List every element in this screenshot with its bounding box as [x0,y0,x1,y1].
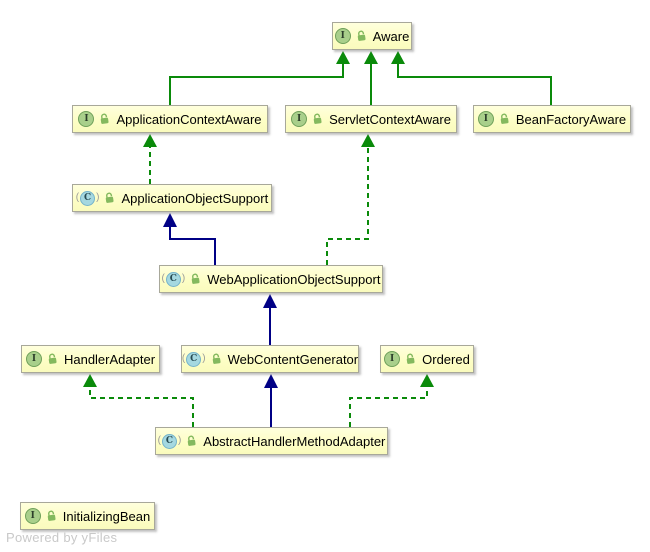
node-label: WebApplicationObjectSupport [207,271,381,287]
arrowhead-extends-aware-right [391,51,405,64]
node-label: InitializingBean [62,508,151,524]
arrowhead-implements-servletcontextaware [361,134,375,147]
public-visibility-lock-icon [185,434,198,447]
interface-icon: I [25,351,42,367]
interface-icon: I [334,28,351,44]
public-visibility-lock-icon [45,509,58,522]
edge-applicationcontextaware-extends-aware[interactable] [169,64,344,105]
edge-abstracthandlermethodadapter-implements-ordered[interactable] [349,387,428,427]
public-visibility-lock-icon [210,352,223,365]
public-visibility-lock-icon [189,272,202,285]
node-abstract-handler-method-adapter[interactable]: (C) AbstractHandlerMethodAdapter [155,427,388,455]
node-label: BeanFactoryAware [515,111,627,127]
interface-icon: I [78,111,95,127]
node-initializing-bean[interactable]: I InitializingBean [20,502,155,530]
node-label: HandlerAdapter [63,351,156,367]
node-handler-adapter[interactable]: I HandlerAdapter [21,345,160,373]
public-visibility-lock-icon [104,191,117,204]
abstract-class-icon: (C) [158,433,181,449]
node-label: ServletContextAware [329,111,451,127]
edge-abstracthandlermethodadapter-implements-handleradapter[interactable] [89,387,194,427]
yfiles-watermark: Powered by yFiles [6,530,118,545]
node-web-application-object-support[interactable]: (C) WebApplicationObjectSupport [159,265,383,293]
edge-webapplicationobjectsupport-extends-applicationobjectsupport[interactable] [169,227,216,265]
interface-icon: I [477,111,494,127]
node-bean-factory-aware[interactable]: I BeanFactoryAware [473,105,631,133]
public-visibility-lock-icon [355,29,368,42]
node-label: Ordered [422,351,470,367]
node-label: Aware [372,28,410,44]
interface-icon: I [291,111,308,127]
public-visibility-lock-icon [99,112,112,125]
arrowhead-implements-applicationcontextaware [143,134,157,147]
edge-webapplicationobjectsupport-implements-servletcontextaware[interactable] [326,147,369,265]
node-web-content-generator[interactable]: (C) WebContentGenerator [181,345,359,373]
arrowhead-extends-aware-middle [364,51,378,64]
arrowhead-extends-webapplicationobjectsupport [263,294,277,308]
public-visibility-lock-icon [46,352,59,365]
node-aware[interactable]: I Aware [332,22,412,50]
edge-beanfactoryaware-extends-aware[interactable] [397,64,552,105]
public-visibility-lock-icon [498,112,511,125]
node-servlet-context-aware[interactable]: I ServletContextAware [285,105,457,133]
abstract-class-icon: (C) [76,190,99,206]
public-visibility-lock-icon [404,352,417,365]
abstract-class-icon: (C) [182,351,206,367]
arrowhead-implements-handleradapter [83,374,97,387]
node-application-context-aware[interactable]: I ApplicationContextAware [72,105,268,133]
node-ordered[interactable]: I Ordered [380,345,474,373]
public-visibility-lock-icon [311,112,324,125]
node-label: ApplicationObjectSupport [121,190,269,206]
node-application-object-support[interactable]: (C) ApplicationObjectSupport [72,184,272,212]
arrowhead-extends-aware-left [336,51,350,64]
node-label: ApplicationContextAware [116,111,262,127]
abstract-class-icon: (C) [162,271,185,287]
arrowhead-extends-applicationobjectsupport [163,213,177,227]
arrowhead-extends-webcontentgenerator [264,374,278,388]
arrowhead-implements-ordered [420,374,434,387]
node-label: AbstractHandlerMethodAdapter [203,433,386,449]
interface-icon: I [384,351,401,367]
interface-icon: I [24,508,41,524]
node-label: WebContentGenerator [227,351,359,367]
